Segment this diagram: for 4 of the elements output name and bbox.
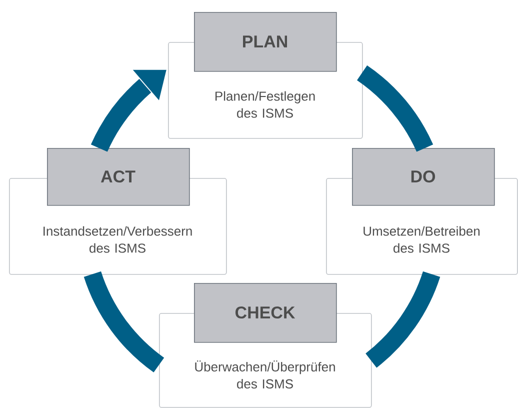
phase-card: PLAN Planen/Festlegen des ISMS [168, 12, 363, 139]
phase-card: CHECK Überwachen/Überprüfen des ISMS [159, 283, 372, 408]
phase-card: DO Umsetzen/Betreiben des ISMS [326, 148, 518, 275]
phase-card: ACT Instandsetzen/Verbessern des ISMS [9, 148, 227, 275]
